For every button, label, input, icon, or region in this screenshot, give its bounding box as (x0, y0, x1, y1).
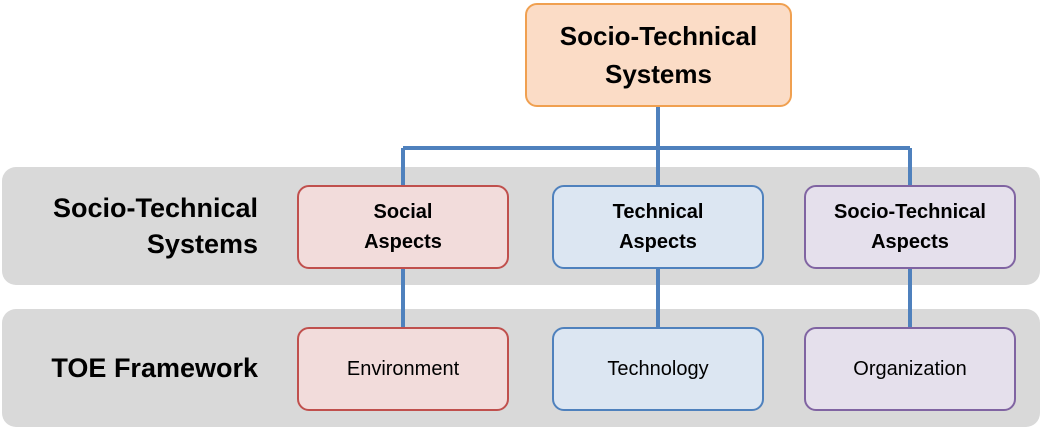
social-aspects-box: Social Aspects (297, 185, 509, 269)
row-label-socio-technical-systems: Socio-Technical Systems (52, 193, 258, 259)
socio-technical-aspects-box: Socio-Technical Aspects (804, 185, 1016, 269)
socio-technical-systems-root-box: Socio-Technical Systems (525, 3, 792, 107)
technical-aspects-box: Technical Aspects (552, 185, 764, 269)
organization-box: Organization (804, 327, 1016, 411)
row-label-toe-framework: TOE Framework (51, 353, 258, 383)
environment-box: Environment (297, 327, 509, 411)
technology-box: Technology (552, 327, 764, 411)
